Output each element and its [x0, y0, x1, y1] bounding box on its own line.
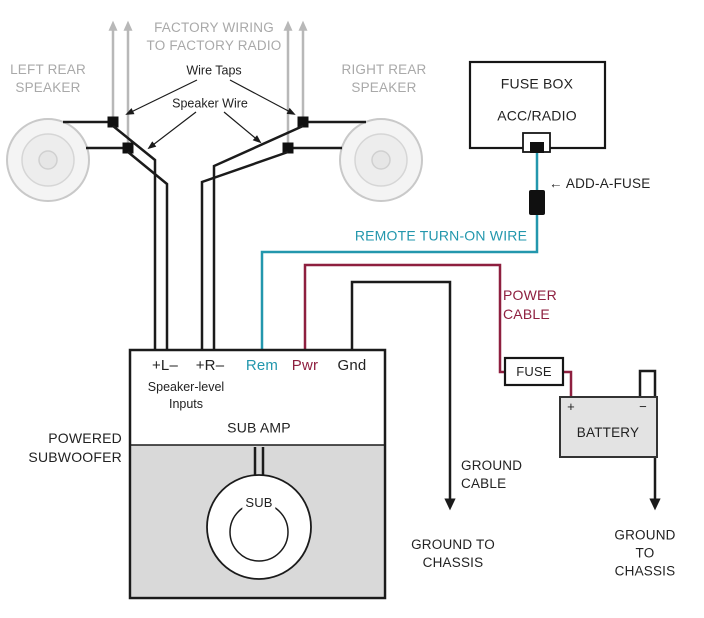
terminal-remote: Rem: [245, 356, 279, 374]
add-a-fuse-icon: [529, 190, 545, 215]
power-cable-wire: [303, 263, 505, 374]
speaker-wire-left-2: [127, 151, 169, 351]
ground-cable-wire: [350, 280, 456, 511]
sub-label: SUB: [242, 494, 276, 512]
ground-to-chassis-right-label: GROUND TO CHASSIS: [614, 527, 676, 580]
right-rear-speaker-icon: [339, 118, 423, 202]
terminal-left-input: +L–: [151, 356, 179, 374]
amp-box-border: [128, 348, 387, 600]
speaker-wire-label: Speaker Wire: [172, 96, 248, 111]
fuse-label: FUSE: [516, 364, 552, 380]
wire-tap-right-2: [282, 142, 294, 154]
battery-plus-terminal: +: [567, 399, 575, 415]
inline-fuse-box: [503, 356, 565, 387]
wire-tap-left-2: [122, 142, 134, 154]
left-rear-speaker-label: LEFT REAR SPEAKER: [10, 61, 86, 95]
wire-taps-pointer-left: [125, 79, 198, 115]
speaker-wire-pointer-left: [147, 111, 197, 150]
terminal-power: Pwr: [291, 356, 319, 374]
speaker-wire-right-2: [200, 150, 289, 351]
wire-tap-left-1: [107, 116, 119, 128]
acc-radio-label: ACC/RADIO: [497, 107, 577, 124]
right-rear-speaker-label: RIGHT REAR SPEAKER: [341, 61, 427, 95]
fuse-box-tab-contact: [530, 142, 544, 153]
remote-turn-on-label: REMOTE TURN-ON WIRE: [354, 227, 528, 244]
fuse-to-battery-wire: [563, 370, 573, 397]
battery-label: BATTERY: [576, 424, 640, 440]
fuse-box-title: FUSE BOX: [500, 75, 574, 92]
speaker-wire-pointer-right: [223, 111, 262, 144]
powered-subwoofer-label: POWERED SUBWOOFER: [28, 430, 122, 465]
speaker-wire-right-1: [212, 124, 304, 351]
battery-minus-terminal: −: [639, 399, 647, 415]
power-cable-label: POWER CABLE: [503, 287, 557, 322]
add-a-fuse-label: ← ADD-A-FUSE: [549, 175, 651, 191]
speaker-level-inputs-label: Speaker-level Inputs: [147, 380, 225, 411]
battery-box: [559, 396, 658, 458]
wire-taps-pointer-right: [229, 79, 296, 115]
wire-taps-label: Wire Taps: [186, 63, 242, 78]
terminal-ground: Gnd: [337, 356, 367, 374]
factory-wiring-label: FACTORY WIRING TO FACTORY RADIO: [146, 19, 282, 53]
terminal-right-input: +R–: [195, 356, 225, 374]
ground-to-chassis-left-label: GROUND TO CHASSIS: [411, 536, 495, 570]
wire-tap-right-1: [297, 116, 309, 128]
speaker-wire-left-1: [112, 125, 157, 351]
left-rear-speaker-icon: [6, 118, 90, 202]
sub-amp-label: SUB AMP: [227, 419, 291, 436]
ground-cable-label: GROUND CABLE: [461, 457, 523, 491]
